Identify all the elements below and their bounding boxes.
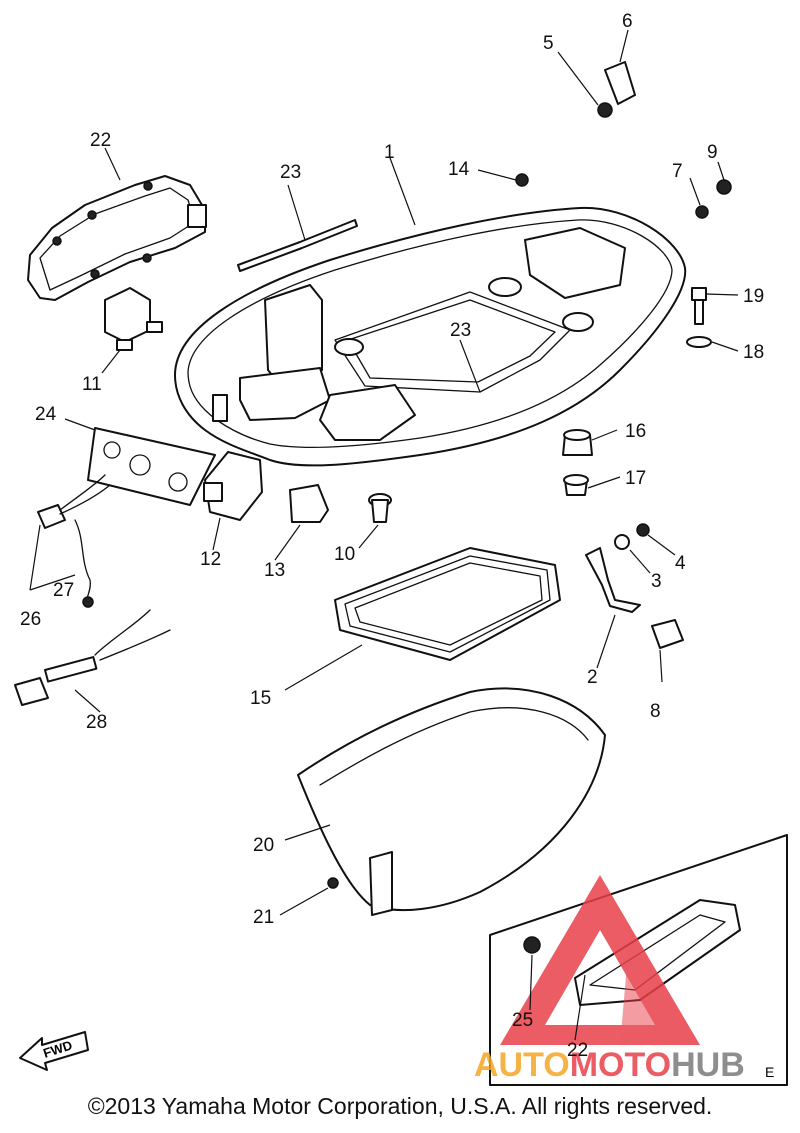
callout-23-strip: 23 <box>280 162 301 183</box>
callout-12: 12 <box>200 549 221 570</box>
part-16 <box>562 429 593 456</box>
inset-code: E <box>765 1064 774 1080</box>
callout-19: 19 <box>743 286 764 307</box>
callout-16: 16 <box>625 421 646 442</box>
part-1-bottom-cowling <box>174 206 687 467</box>
part-23-strip <box>237 219 358 272</box>
part-3-washer <box>614 534 630 550</box>
callout-3: 3 <box>651 571 662 592</box>
fwd-arrow-icon: FWD <box>19 1031 89 1071</box>
watermark-hub: HUB <box>671 1046 745 1084</box>
callout-21: 21 <box>253 907 274 928</box>
watermark-logo: AUTOMOTOHUB <box>474 875 745 1084</box>
part-28-switch <box>14 609 171 706</box>
callout-23-frame: 23 <box>450 320 471 341</box>
part-19-bolt <box>691 287 707 325</box>
watermark-auto: AUTO <box>474 1046 570 1084</box>
callout-20: 20 <box>253 835 274 856</box>
svg-text:AUTOMOTOHUB: AUTOMOTOHUB <box>474 1046 745 1084</box>
callout-28: 28 <box>86 712 107 733</box>
callout-22: 22 <box>90 130 111 151</box>
callout-27: 27 <box>53 580 74 601</box>
part-21-screw <box>327 877 339 889</box>
callout-5: 5 <box>543 33 554 54</box>
part-14-screw <box>515 173 529 187</box>
part-9-grommet <box>716 179 732 195</box>
callout-17: 17 <box>625 468 646 489</box>
callout-6: 6 <box>622 11 633 32</box>
part-26-switch <box>37 474 111 529</box>
part-6-clip <box>604 61 636 105</box>
callout-14: 14 <box>448 159 470 180</box>
part-4-nut <box>636 523 650 537</box>
callout-13: 13 <box>264 560 285 581</box>
fwd-label: FWD <box>41 1037 74 1060</box>
copyright-notice: ©2013 Yamaha Motor Corporation, U.S.A. A… <box>87 1093 713 1119</box>
callout-7: 7 <box>672 161 683 182</box>
part-27-cord <box>74 519 94 608</box>
callout-25: 25 <box>512 1010 533 1031</box>
part-5-nut <box>597 102 613 118</box>
part-18-washer <box>686 336 712 348</box>
callout-18: 18 <box>743 342 764 363</box>
part-2-bracket <box>585 547 641 613</box>
watermark-moto: MOTO <box>570 1046 671 1084</box>
part-20-lower-cowling <box>297 687 606 916</box>
callout-8: 8 <box>650 701 661 722</box>
part-13 <box>289 484 329 523</box>
callout-24: 24 <box>35 404 57 425</box>
part-22-plate <box>27 175 207 301</box>
callout-10: 10 <box>334 544 355 565</box>
callout-2: 2 <box>587 667 598 688</box>
callout-1: 1 <box>384 142 395 163</box>
callout-26: 26 <box>20 609 41 630</box>
part-24-plate <box>87 427 216 506</box>
callout-4: 4 <box>675 553 686 574</box>
part-12 <box>203 451 263 521</box>
callout-9: 9 <box>707 142 718 163</box>
callout-22-inset: 22 <box>567 1040 588 1061</box>
part-7-screw <box>695 205 709 219</box>
callout-labels: 1 2 3 4 5 6 7 8 9 10 11 12 13 14 15 16 1… <box>20 11 764 1061</box>
part-17 <box>563 474 589 496</box>
callout-11: 11 <box>82 374 102 395</box>
callout-15: 15 <box>250 688 271 709</box>
part-8-cap <box>651 619 684 649</box>
part-15-gasket <box>334 547 561 661</box>
part-11 <box>104 287 163 351</box>
leader-lines <box>29 29 739 1041</box>
part-10 <box>368 493 392 523</box>
